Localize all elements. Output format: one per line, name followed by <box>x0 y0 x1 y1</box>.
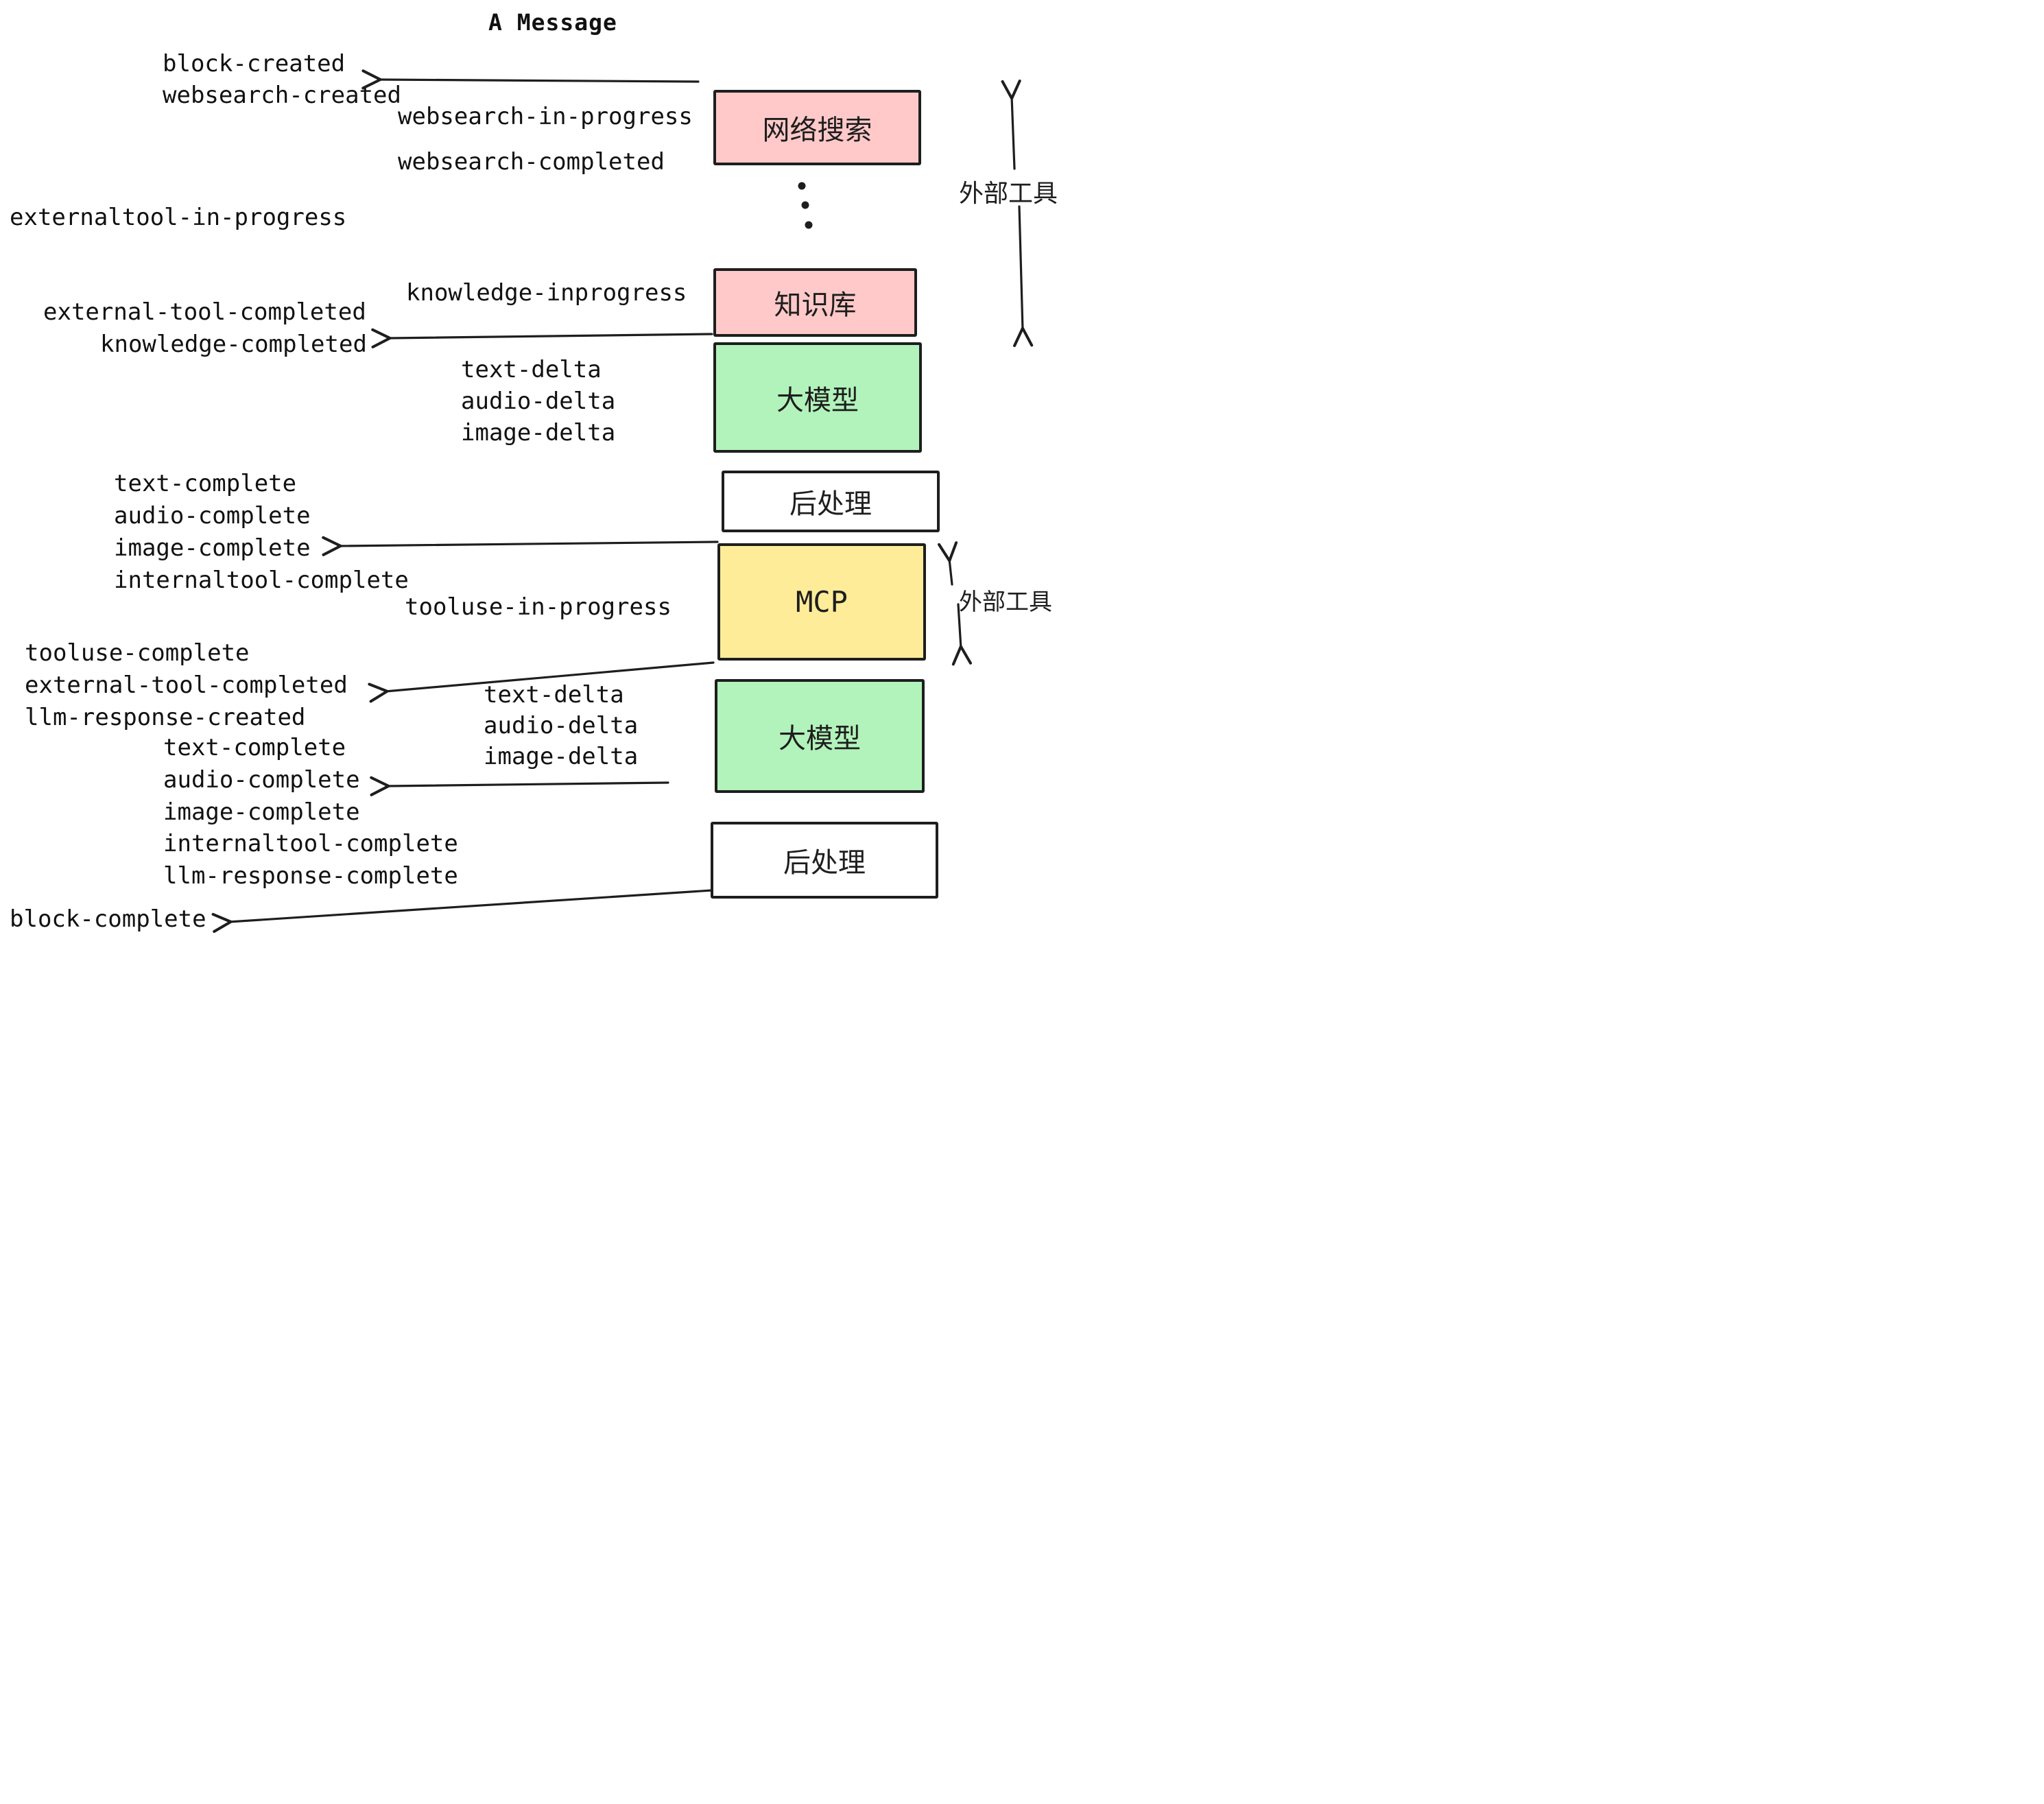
arrow-to-image-complete <box>322 536 719 556</box>
event-websearch-in-progress: websearch-in-progress <box>398 103 693 130</box>
node-llm-2: 大模型 <box>715 679 925 793</box>
node-postprocess-2-label: 后处理 <box>783 847 866 879</box>
node-llm-1-label: 大模型 <box>776 384 859 416</box>
event-block-created: block-created <box>163 50 346 78</box>
event-audio-delta-2: audio-delta <box>484 712 639 739</box>
node-knowledge: 知识库 <box>713 268 917 337</box>
node-llm-1: 大模型 <box>713 342 922 453</box>
arrow-external-tools-1-up <box>1001 79 1021 170</box>
event-tooluse-complete: tooluse-complete <box>25 639 250 667</box>
arrow-to-audio-complete <box>370 776 669 796</box>
event-text-complete: text-complete <box>114 470 297 497</box>
event-knowledge-completed: knowledge-completed <box>100 331 367 358</box>
event-image-delta: image-delta <box>461 419 616 447</box>
arrow-to-block-complete <box>211 889 713 934</box>
node-llm-2-label: 大模型 <box>779 723 861 755</box>
event-text-delta: text-delta <box>461 356 602 383</box>
ellipsis-dots <box>798 182 813 229</box>
event-image-delta-2: image-delta <box>484 743 639 770</box>
diagram-canvas: A Message block-created websearch-create… <box>0 0 1067 942</box>
event-audio-complete-2: audio-complete <box>163 766 360 794</box>
event-external-tool-completed-2: external-tool-completed <box>25 672 348 699</box>
event-audio-delta: audio-delta <box>461 388 616 415</box>
event-tooluse-in-progress: tooluse-in-progress <box>405 593 672 621</box>
arrow-to-websearch-created <box>361 69 700 90</box>
event-audio-complete: audio-complete <box>114 502 311 530</box>
event-externaltool-in-progress: externaltool-in-progress <box>10 204 347 231</box>
event-text-complete-2: text-complete <box>163 734 346 761</box>
event-websearch-completed: websearch-completed <box>398 148 665 176</box>
event-image-complete-2: image-complete <box>163 798 360 826</box>
arrow-to-knowledge-completed <box>371 328 713 348</box>
label-external-tools-1: 外部工具 <box>959 180 1058 208</box>
arrow-external-tools-2-up <box>938 541 958 586</box>
node-postprocess-1: 后处理 <box>722 471 940 532</box>
event-llm-response-created: llm-response-created <box>25 704 306 731</box>
node-mcp: MCP <box>717 543 926 661</box>
node-postprocess-2: 后处理 <box>711 822 938 899</box>
event-knowledge-inprogress: knowledge-inprogress <box>406 279 687 307</box>
event-internaltool-complete: internaltool-complete <box>114 567 409 594</box>
diagram-title: A Message <box>488 9 617 36</box>
event-text-delta-2: text-delta <box>484 681 624 709</box>
node-postprocess-1-label: 后处理 <box>789 488 872 520</box>
event-llm-response-complete: llm-response-complete <box>163 862 458 890</box>
label-external-tools-2: 外部工具 <box>959 589 1052 616</box>
node-mcp-label: MCP <box>796 585 848 619</box>
arrow-external-tools-1-down <box>1013 205 1034 347</box>
event-image-complete: image-complete <box>114 534 311 562</box>
event-internaltool-complete-2: internaltool-complete <box>163 830 458 857</box>
event-websearch-created: websearch-created <box>163 82 401 109</box>
node-websearch-label: 网络搜索 <box>762 115 872 146</box>
event-block-complete: block-complete <box>10 905 206 933</box>
event-external-tool-completed: external-tool-completed <box>43 298 366 326</box>
node-websearch: 网络搜索 <box>713 90 921 165</box>
node-knowledge-label: 知识库 <box>774 289 857 321</box>
